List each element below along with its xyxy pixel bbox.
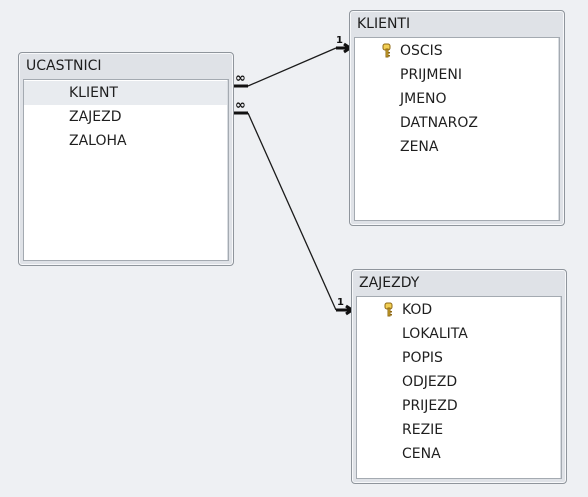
field-row-prijmeni[interactable]: PRIJMENI <box>355 63 559 87</box>
field-row-odjezd[interactable]: ODJEZD <box>357 370 561 394</box>
zajezd-one-symbol: 1 <box>337 297 344 308</box>
field-list-right-edge <box>560 297 561 478</box>
key-icon <box>382 43 391 58</box>
field-row-zajezd[interactable]: ZAJEZD <box>24 105 228 129</box>
field-row-klient[interactable]: KLIENT <box>24 81 228 105</box>
field-list-ucastnici[interactable]: KLIENT ZAJEZD ZALOHA <box>23 79 229 261</box>
field-list-klienti[interactable]: OSCIS PRIJMENI JMENO DATNAROZ ZENA <box>354 37 560 221</box>
field-label-datnaroz: DATNAROZ <box>400 115 478 131</box>
field-list-right-edge <box>558 38 559 220</box>
field-label-cena: CENA <box>402 446 441 462</box>
key-icon <box>384 302 393 317</box>
field-row-popis[interactable]: POPIS <box>357 346 561 370</box>
field-row-datnaroz[interactable]: DATNAROZ <box>355 111 559 135</box>
field-row-kod[interactable]: KOD <box>357 298 561 322</box>
table-title-ucastnici[interactable]: UCASTNICI <box>26 58 102 74</box>
field-row-jmeno[interactable]: JMENO <box>355 87 559 111</box>
table-title-klienti[interactable]: KLIENTI <box>357 16 411 32</box>
field-label-odjezd: ODJEZD <box>402 374 458 390</box>
field-row-lokalita[interactable]: LOKALITA <box>357 322 561 346</box>
field-label-klient: KLIENT <box>69 85 118 101</box>
field-label-prijezd: PRIJEZD <box>402 398 458 414</box>
field-label-rezie: REZIE <box>402 422 444 438</box>
field-label-jmeno: JMENO <box>400 91 447 107</box>
table-zajezdy[interactable]: ZAJEZDY KOD LOKALITA POPIS ODJEZD PRIJEZ… <box>351 269 567 484</box>
table-klienti[interactable]: KLIENTI OSCIS PRIJMENI JMENO DATNAROZ ZE… <box>349 10 565 226</box>
table-title-zajezdy[interactable]: ZAJEZDY <box>359 275 420 291</box>
field-label-zajezd: ZAJEZD <box>69 109 122 125</box>
zajezd-many-symbol: ∞ <box>235 98 246 113</box>
field-row-zaloha[interactable]: ZALOHA <box>24 129 228 153</box>
field-label-prijmeni: PRIJMENI <box>400 67 462 83</box>
field-label-kod: KOD <box>402 302 433 318</box>
field-label-zaloha: ZALOHA <box>69 133 127 149</box>
klient-many-symbol: ∞ <box>235 71 246 86</box>
klient-relationship-line[interactable] <box>247 47 337 87</box>
zajezd-relationship-line[interactable] <box>247 112 337 311</box>
field-row-zena[interactable]: ZENA <box>355 135 559 159</box>
field-label-zena: ZENA <box>400 139 439 155</box>
field-label-oscis: OSCIS <box>400 43 443 59</box>
field-row-cena[interactable]: CENA <box>357 442 561 466</box>
field-list-right-edge <box>227 80 228 260</box>
field-row-rezie[interactable]: REZIE <box>357 418 561 442</box>
field-list-zajezdy[interactable]: KOD LOKALITA POPIS ODJEZD PRIJEZD REZIE … <box>356 296 562 479</box>
table-ucastnici[interactable]: UCASTNICI KLIENT ZAJEZD ZALOHA <box>18 52 234 266</box>
field-label-lokalita: LOKALITA <box>402 326 468 342</box>
field-label-popis: POPIS <box>402 350 443 366</box>
klient-one-symbol: 1 <box>336 35 343 46</box>
field-row-oscis[interactable]: OSCIS <box>355 39 559 63</box>
field-row-prijezd[interactable]: PRIJEZD <box>357 394 561 418</box>
